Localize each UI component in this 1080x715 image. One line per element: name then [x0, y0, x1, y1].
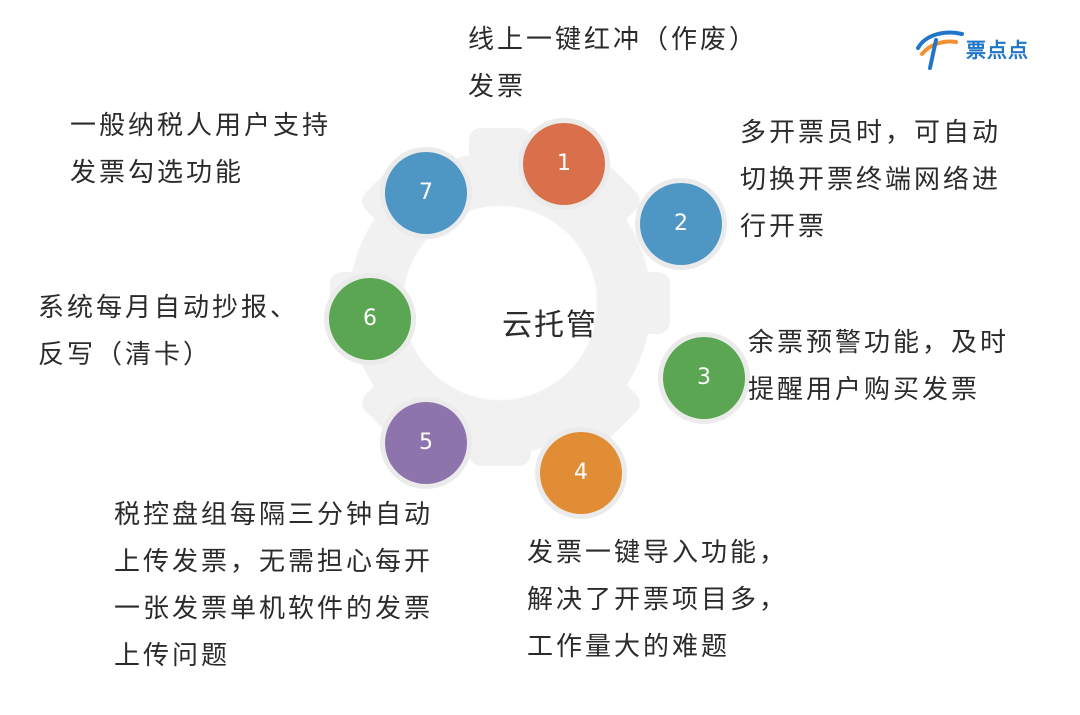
description-line: 上传问题	[114, 641, 231, 671]
node-6-description: 系统每月自动抄报、 反写（清卡）	[38, 285, 299, 379]
node-4-circle: 4	[540, 432, 622, 514]
logo-mark-icon	[916, 30, 964, 70]
description-line: 税控盘组每隔三分钟自动	[114, 500, 434, 530]
description-line: 余票预警功能，及时	[748, 328, 1010, 358]
description-line: 上传发票，无需担心每开	[114, 547, 434, 577]
node-2-circle: 2	[640, 183, 722, 265]
description-line: 一张发票单机软件的发票	[114, 594, 434, 624]
gear-tooth	[469, 128, 531, 190]
node-7-circle: 7	[385, 152, 467, 234]
node-1-circle: 1	[523, 123, 605, 205]
description-line: 线上一键红冲（作废）	[468, 25, 759, 55]
node-5-description: 税控盘组每隔三分钟自动 上传发票，无需担心每开 一张发票单机软件的发票 上传问题	[114, 492, 433, 680]
description-line: 解决了开票项目多，	[527, 585, 789, 615]
node-3-circle: 3	[663, 337, 745, 419]
description-line: 发票一键导入功能，	[527, 538, 789, 568]
description-line: 一般纳税人用户支持	[70, 111, 332, 141]
node-3-description: 余票预警功能，及时 提醒用户购买发票	[748, 320, 1009, 414]
description-line: 提醒用户购买发票	[748, 375, 981, 405]
brand-logo: 票点点	[912, 26, 1052, 70]
description-line: 工作量大的难题	[527, 632, 731, 662]
description-line: 发票	[468, 72, 527, 102]
description-line: 多开票员时，可自动	[740, 118, 1002, 148]
node-4-description: 发票一键导入功能， 解决了开票项目多， 工作量大的难题	[527, 530, 788, 671]
gear-tooth	[469, 404, 531, 466]
node-1-description: 线上一键红冲（作废） 发票	[468, 17, 758, 111]
node-5-circle: 5	[385, 402, 467, 484]
description-line: 反写（清卡）	[38, 340, 213, 370]
gear-tooth	[608, 272, 670, 334]
description-line: 发票勾选功能	[70, 158, 245, 188]
description-line: 切换开票终端网络进	[740, 165, 1002, 195]
node-2-description: 多开票员时，可自动 切换开票终端网络进 行开票	[740, 110, 1001, 251]
center-label: 云托管	[502, 308, 598, 343]
description-line: 行开票	[740, 212, 828, 242]
node-6-circle: 6	[329, 278, 411, 360]
brand-name: 票点点	[966, 38, 1029, 62]
description-line: 系统每月自动抄报、	[38, 293, 300, 323]
node-7-description: 一般纳税人用户支持 发票勾选功能	[70, 103, 331, 197]
